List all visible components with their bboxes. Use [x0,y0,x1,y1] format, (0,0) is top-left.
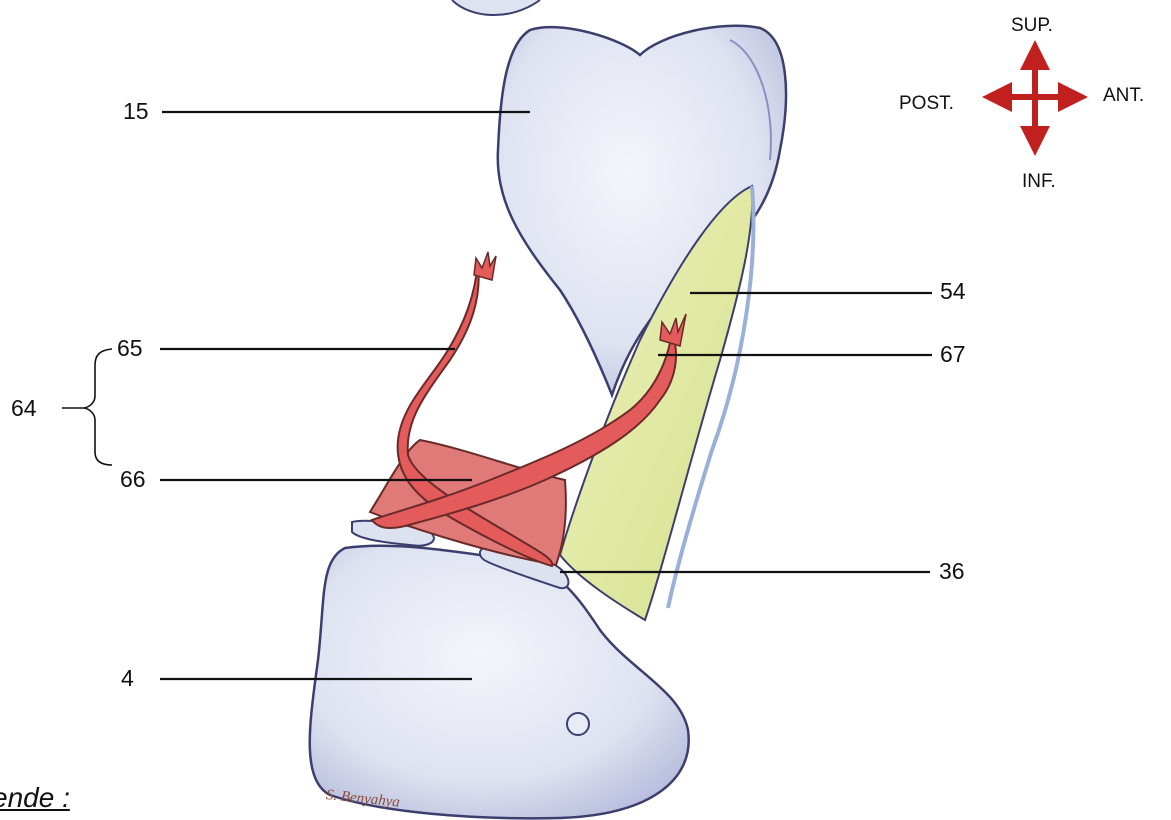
orientation-arrows [988,46,1082,150]
legend-heading: ende : [0,782,70,814]
upper-bone-fragment [452,0,540,15]
muscle-65-tip [474,252,496,280]
label-64: 64 [11,397,37,420]
label-65: 65 [117,337,143,360]
label-36: 36 [939,560,965,583]
bracket-64 [84,349,112,465]
label-54: 54 [940,280,966,303]
label-15: 15 [123,100,149,123]
foramen [567,713,589,735]
label-66: 66 [120,468,146,491]
direction-posterior: POST. [899,94,954,113]
direction-superior: SUP. [1011,16,1053,35]
direction-inferior: INF. [1022,172,1056,191]
direction-anterior: ANT. [1103,86,1144,105]
label-4: 4 [121,667,134,690]
label-67: 67 [940,343,966,366]
